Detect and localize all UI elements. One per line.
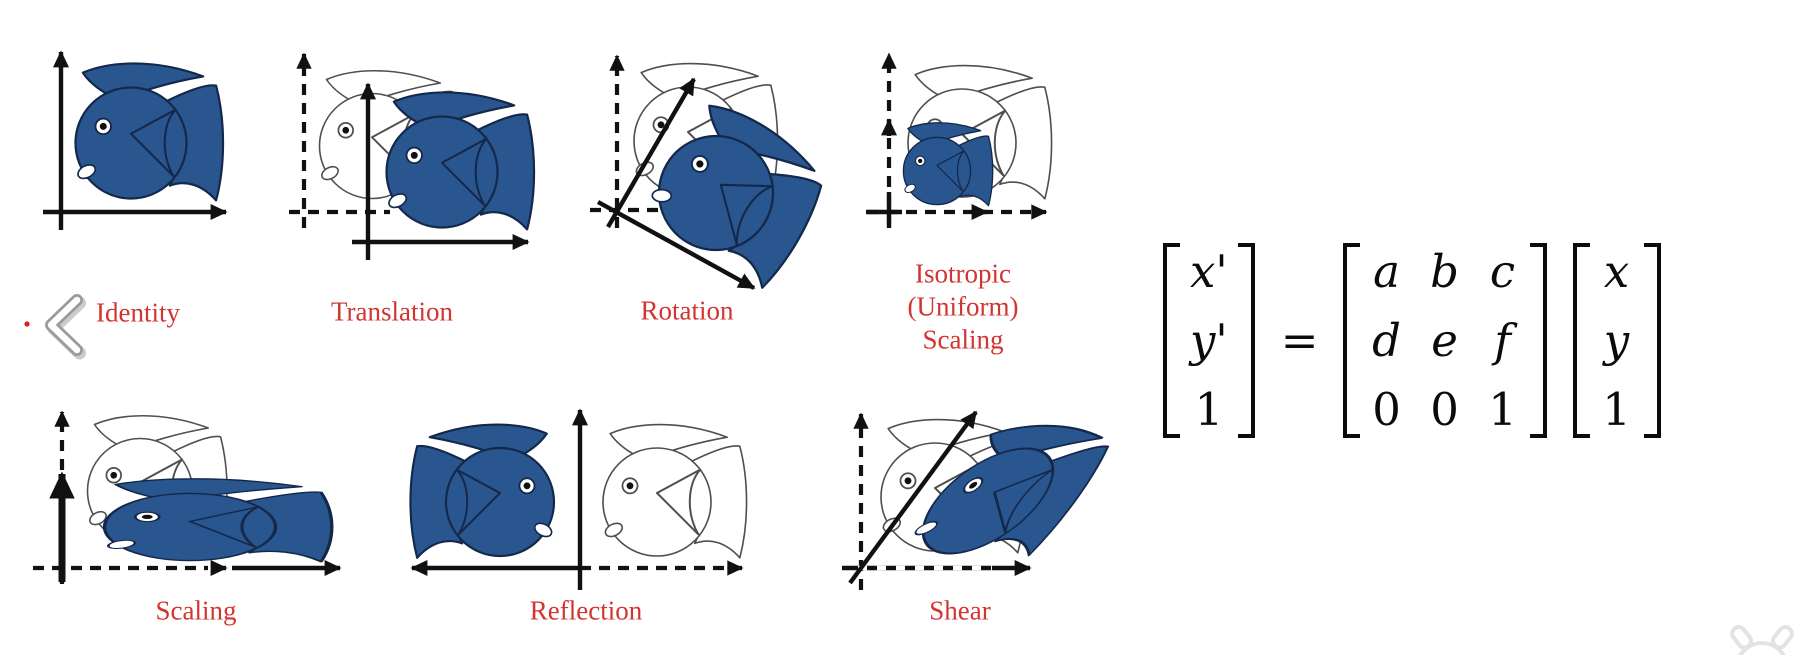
result-vector: x' y' 1	[1180, 243, 1238, 438]
matrix-entry: b	[1430, 245, 1459, 298]
label-line: (Uniform)	[907, 291, 1019, 322]
matrix-entry: d	[1372, 314, 1401, 367]
fish-blue	[75, 63, 224, 201]
vector-entry: y'	[1190, 314, 1228, 367]
right-bracket	[1237, 243, 1255, 438]
label-line: Isotropic	[915, 258, 1011, 289]
label-translation: Translation	[330, 296, 454, 327]
label-identity: Identity	[96, 297, 180, 328]
matrix-entry: 1	[1488, 383, 1517, 436]
panel-reflection	[410, 408, 747, 590]
panel-rotation	[590, 54, 839, 292]
matrix-entry: c	[1489, 245, 1516, 298]
source-vector-group: x y 1	[1572, 243, 1661, 438]
right-bracket	[1529, 243, 1547, 438]
panel-translation	[289, 52, 535, 260]
vector-entry: 1	[1602, 383, 1631, 436]
panel-scaling	[33, 410, 342, 584]
left-bracket	[1163, 243, 1180, 438]
source-vector: x y 1	[1590, 243, 1644, 438]
matrix-entry: e	[1431, 314, 1458, 367]
transform-matrix: a b c d e f 0 0 1	[1360, 243, 1530, 438]
matrix-entry: 0	[1430, 383, 1459, 436]
panel-isotropic-scaling	[866, 52, 1052, 228]
panel-identity	[43, 50, 228, 230]
fish-reflected-blue	[410, 424, 554, 558]
rotated-x-axis	[596, 200, 756, 290]
left-bracket	[1342, 243, 1360, 438]
rotated-y-axis	[606, 77, 696, 229]
matrix-entry: 0	[1372, 383, 1401, 436]
vector-entry: y	[1603, 314, 1630, 367]
fish-translated-blue	[386, 92, 535, 230]
right-bracket	[1643, 243, 1661, 438]
chevron-left-icon[interactable]	[45, 294, 86, 360]
vector-entry: x'	[1190, 245, 1228, 298]
label-line: Scaling	[922, 324, 1004, 355]
vector-entry: x	[1603, 245, 1630, 298]
fish-original-outline	[603, 424, 747, 558]
matrix-entry: a	[1373, 245, 1400, 298]
label-rotation: Rotation	[640, 295, 734, 326]
equals-sign: =	[1280, 314, 1319, 367]
matrix-entry: f	[1494, 314, 1511, 367]
gear-icon	[1730, 625, 1794, 655]
left-bracket	[1572, 243, 1590, 438]
fish-stretched-blue	[104, 478, 332, 562]
affine-matrix-equation: x' y' 1 = a b c d e f 0 0 1 x y 1	[1163, 243, 1661, 438]
label-shear: Shear	[929, 595, 991, 626]
sheared-y-axis	[848, 410, 978, 585]
vector-entry: 1	[1194, 383, 1224, 436]
label-scaling: Scaling	[155, 595, 237, 626]
label-reflection: Reflection	[529, 595, 643, 626]
red-dot	[24, 321, 30, 327]
label-isotropic-scaling: Isotropic (Uniform) Scaling	[908, 258, 1019, 357]
panel-shear	[842, 410, 1130, 590]
